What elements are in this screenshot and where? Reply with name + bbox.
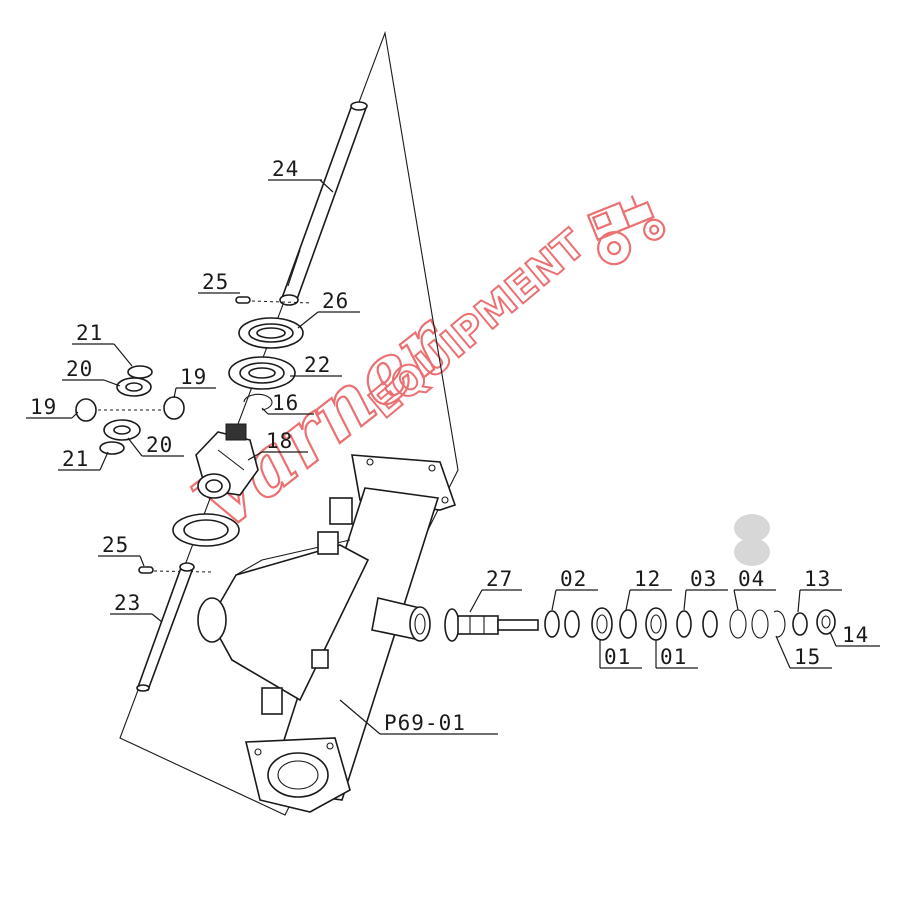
phantom-outline: [119, 30, 459, 816]
label-13: 13: [804, 567, 831, 591]
label-01-b: 01: [660, 645, 687, 669]
label-25-lower: 25: [102, 533, 129, 557]
grey-mark: [734, 514, 770, 542]
label-03: 03: [690, 567, 717, 591]
label-P69-01: P69-01: [384, 711, 466, 735]
label-19-right: 19: [180, 365, 207, 389]
bearing-lower: [172, 513, 240, 547]
label-20-bottom: 20: [146, 433, 173, 457]
label-21-top: 21: [76, 321, 103, 345]
label-21-bottom: 21: [62, 447, 89, 471]
label-12: 12: [634, 567, 661, 591]
label-22: 22: [304, 353, 331, 377]
bearing-22: [228, 356, 296, 390]
lower-shaft: [136, 562, 195, 692]
output-shaft-27: [444, 608, 539, 642]
grey-mark: [734, 538, 770, 566]
label-04: 04: [738, 567, 765, 591]
label-15: 15: [794, 645, 821, 669]
label-26: 26: [322, 289, 349, 313]
label-23: 23: [114, 591, 141, 615]
label-19-left: 19: [30, 395, 57, 419]
label-24: 24: [272, 157, 299, 181]
gearbox-housing: [197, 454, 457, 813]
callouts: 24 25 26 21 22 20 19 19 16 20: [26, 157, 880, 735]
tractor-icon: [586, 195, 666, 266]
label-02: 02: [560, 567, 587, 591]
label-27: 27: [486, 567, 513, 591]
label-20-top: 20: [66, 357, 93, 381]
label-14: 14: [842, 623, 869, 647]
label-01-a: 01: [604, 645, 631, 669]
key-lower: [138, 566, 154, 574]
label-25-top: 25: [202, 270, 229, 294]
diff-housing-18: [195, 423, 259, 499]
snap-ring-16: [243, 393, 273, 411]
upper-shaft: [279, 101, 368, 306]
output-seal-stack: [544, 607, 836, 641]
label-16: 16: [272, 391, 299, 415]
spider-gear-set: [75, 365, 185, 455]
key-top: [235, 296, 251, 304]
bearing-26: [238, 317, 304, 349]
label-18: 18: [266, 429, 293, 453]
